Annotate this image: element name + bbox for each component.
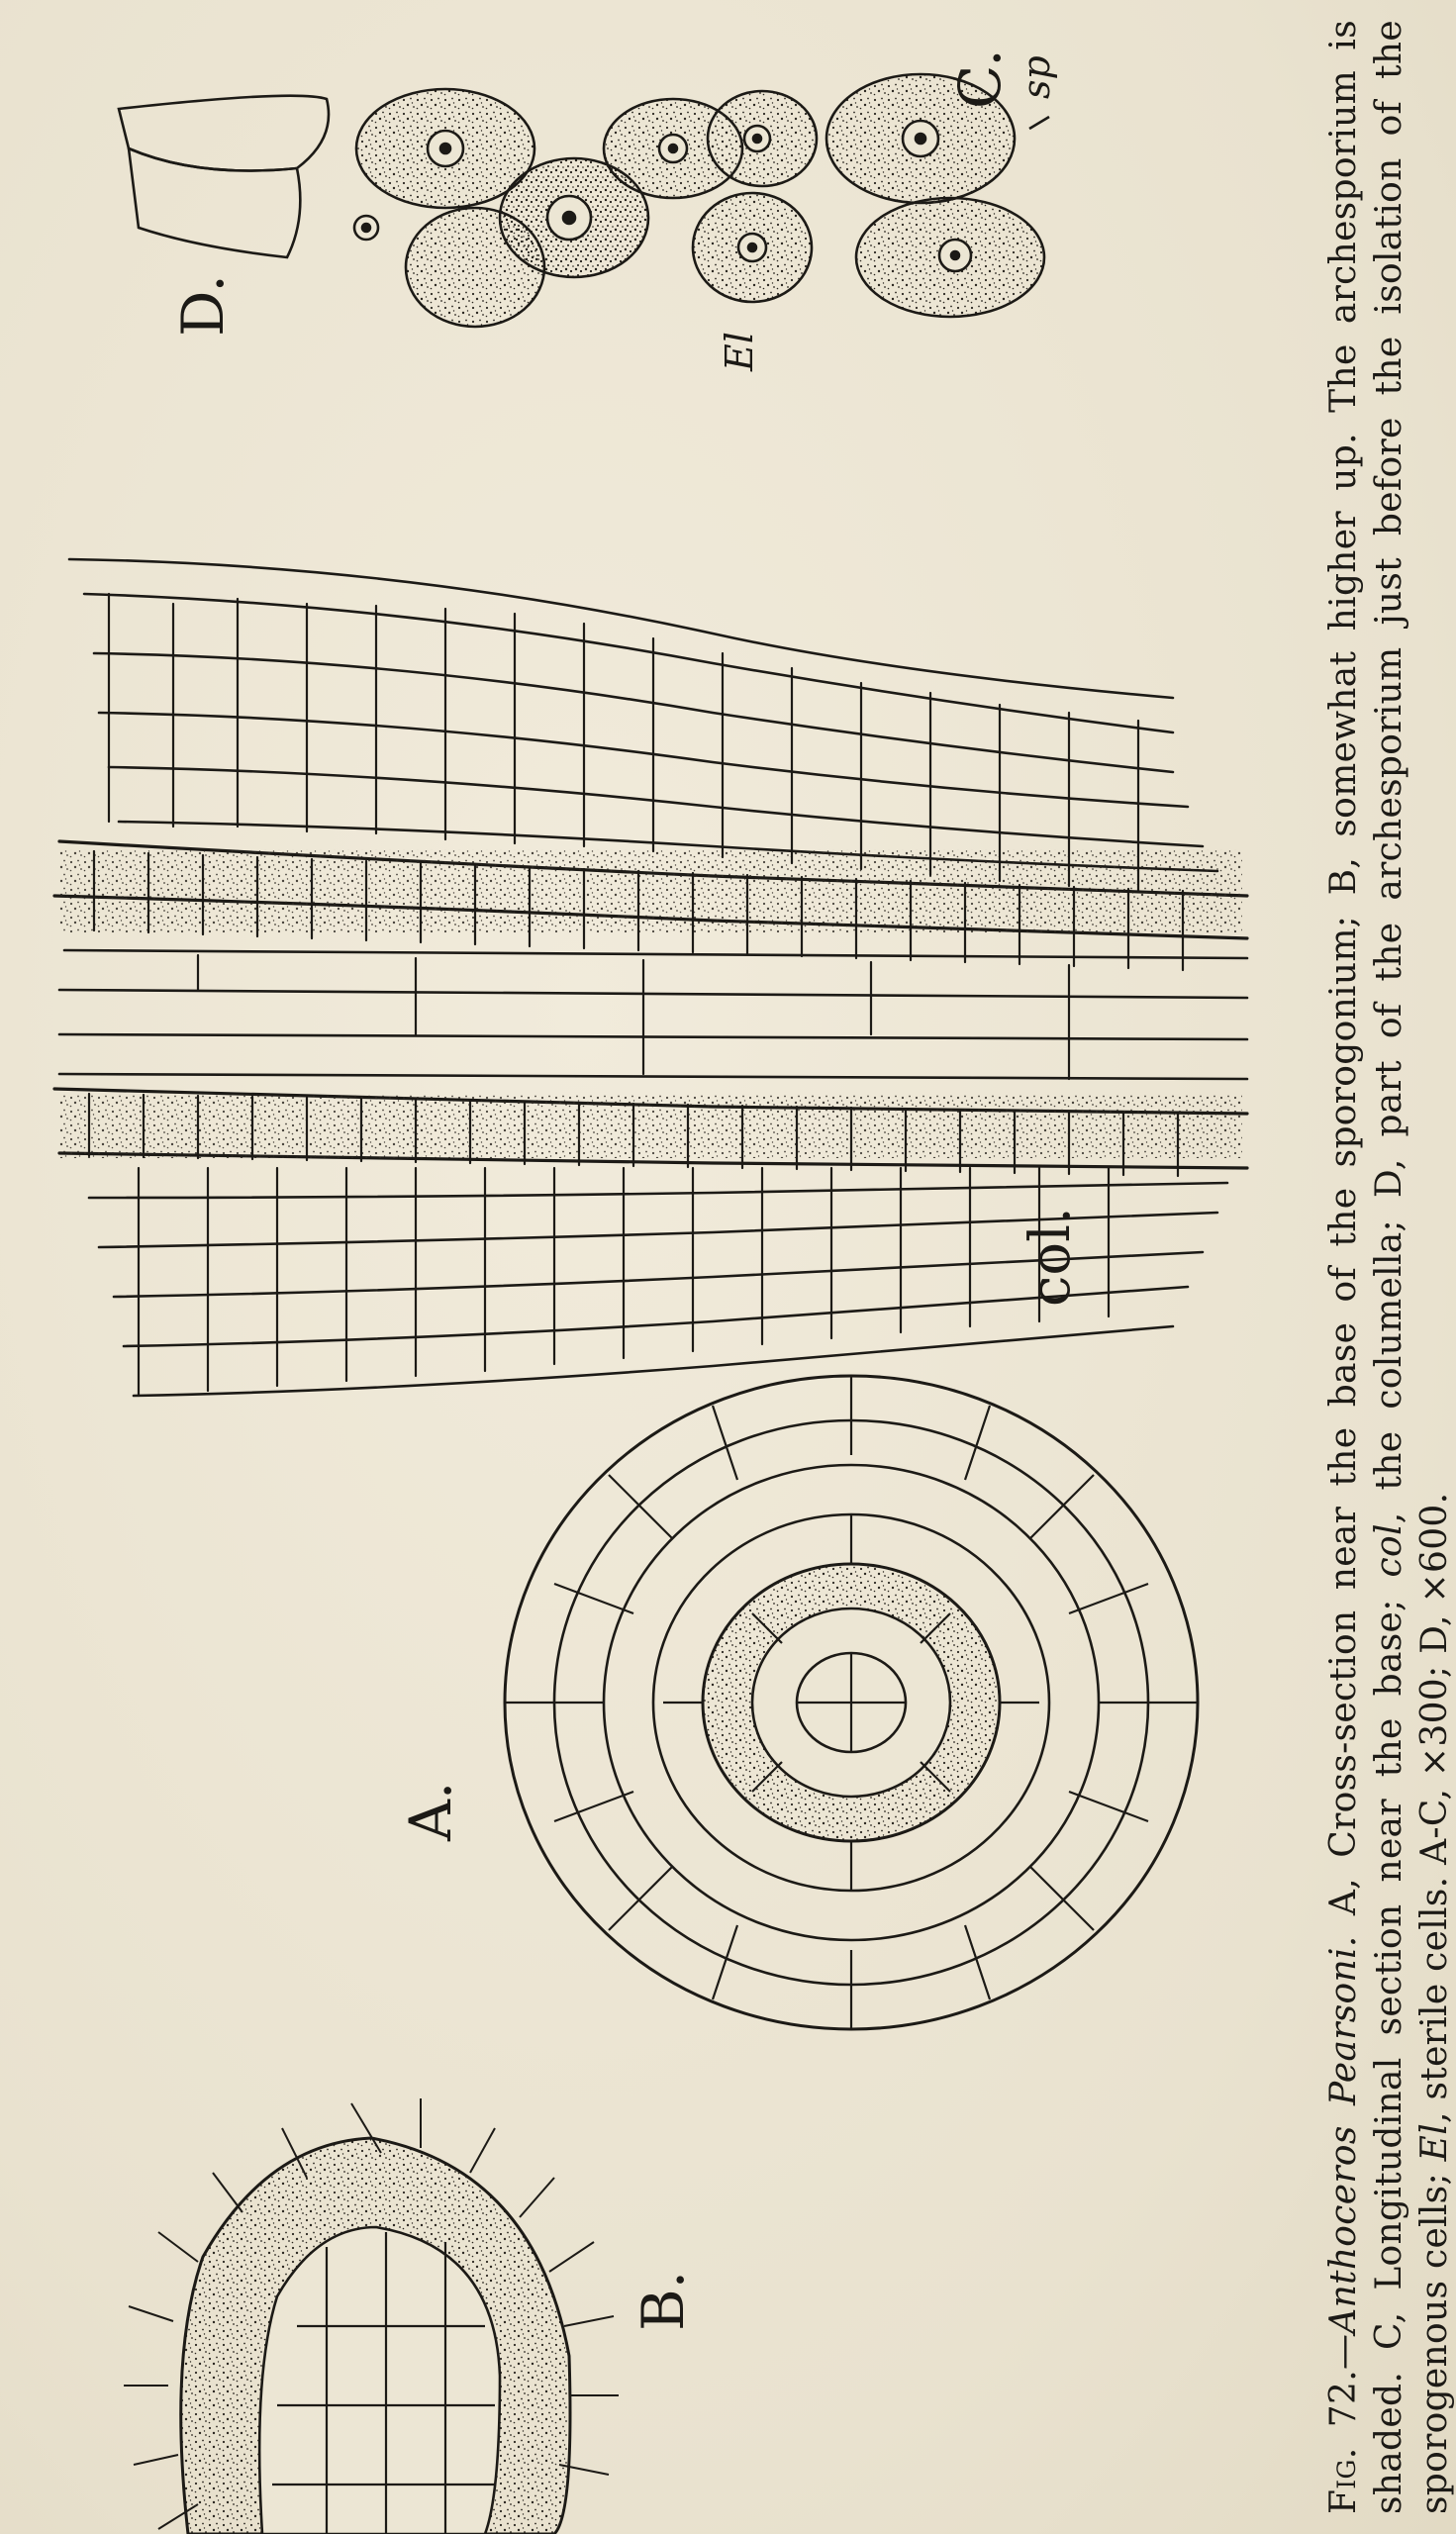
caption-col-term: col — [1369, 1523, 1409, 1578]
label-sp: sp — [1015, 55, 1058, 99]
figure-caption: Fig. 72.—Anthoceros Pearsoni. A, Cross-s… — [1321, 20, 1456, 2514]
caption-species: —Anthoceros Pearsoni. — [1323, 1935, 1364, 2371]
label-b: B. — [630, 2271, 697, 2331]
label-a: A. — [397, 1782, 464, 1842]
caption-el-term: El — [1414, 2122, 1455, 2162]
label-c: C. — [946, 49, 1014, 109]
caption-fig-number: Fig. 72. — [1323, 2370, 1364, 2514]
caption-text-3: , sterile cells. A-C, ×300; D, ×600. — [1414, 1492, 1455, 2123]
figure-b-cross-section-higher — [124, 2098, 619, 2534]
figure-a-cross-section — [503, 1374, 1200, 2031]
figure-c-longitudinal-section — [52, 557, 1249, 1398]
label-d: D. — [169, 274, 237, 337]
label-el: El — [718, 332, 761, 372]
figure-d-archesporium-cells — [117, 72, 1050, 329]
label-col: col. — [1019, 1207, 1083, 1307]
